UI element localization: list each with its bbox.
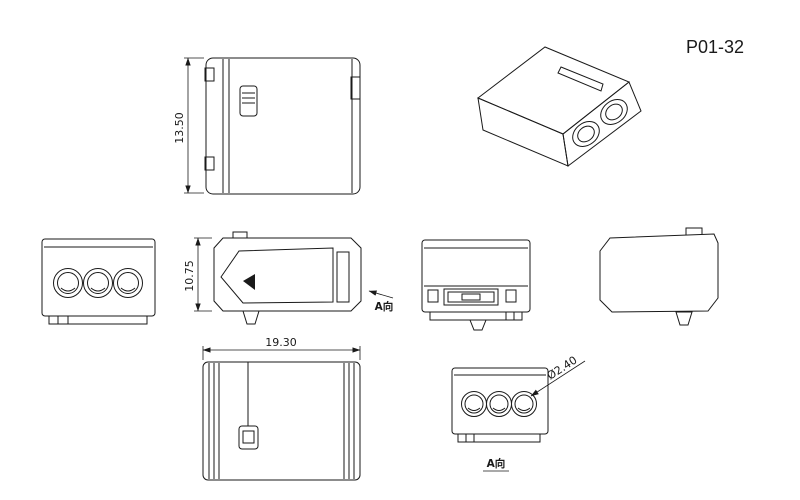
side-slot-left: [427, 289, 439, 303]
dim-plan-width: 19.30: [202, 336, 361, 360]
wire-port-2: [83, 268, 113, 298]
dim-text-plan-width: 19.30: [265, 336, 297, 349]
iso-wire-hole-1: [572, 121, 600, 147]
left-clip-top: [204, 67, 215, 82]
center-latch-window: [443, 288, 499, 306]
left-ribs: [208, 363, 220, 479]
iso-wire-hole-2: [600, 99, 628, 125]
right-ribs: [343, 363, 355, 479]
view-a-caption-group: A向: [483, 457, 509, 472]
view-side-elevation: [421, 239, 531, 331]
view-face-front: [41, 238, 156, 325]
wire-cavity: [220, 247, 334, 304]
left-clip-bottom: [204, 156, 215, 171]
view-face-a: [451, 367, 549, 443]
mounting-foot: [675, 311, 693, 326]
view-side-profile-right: [599, 227, 719, 326]
profile-outline: [213, 237, 362, 312]
dim-text-front-height: 13.50: [173, 112, 186, 144]
view-plan: [202, 361, 361, 481]
latch-slot: [336, 251, 350, 303]
wire-port-1: [461, 391, 487, 417]
part-number: P01-32: [686, 37, 744, 57]
view-a-pointer: A向: [368, 290, 394, 313]
profile-outline: [599, 233, 719, 313]
view-a-caption: A向: [487, 457, 506, 470]
wire-port-3: [113, 268, 143, 298]
base-strip: [457, 433, 541, 443]
plan-body-outline: [202, 361, 361, 481]
mounting-foot: [242, 310, 260, 325]
view-isometric: [477, 46, 642, 167]
release-latch: [239, 85, 258, 117]
iso-front-face: [477, 97, 569, 167]
mounting-foot: [469, 319, 487, 331]
face-a-outline: [451, 367, 549, 435]
base-strip: [48, 315, 148, 325]
view-front-elevation: [204, 57, 361, 195]
view-side-profile: [213, 231, 362, 325]
iso-end-face: [562, 81, 642, 167]
wire-port-2: [486, 391, 512, 417]
dim-side-height: 10.75: [183, 237, 212, 312]
view-a-pointer-label: A向: [375, 300, 394, 313]
plan-latch: [238, 425, 259, 450]
base-strip: [429, 311, 523, 321]
front-body-outline: [205, 57, 361, 195]
dim-front-height: 13.50: [173, 57, 204, 194]
spring-wedge: [243, 274, 255, 290]
top-notch: [685, 227, 703, 235]
wire-port-3: [511, 391, 537, 417]
dim-text-side-height: 10.75: [183, 260, 196, 292]
iso-top-face: [477, 46, 630, 135]
top-notch: [232, 231, 248, 238]
side-slot-right: [505, 289, 517, 303]
wire-port-1: [53, 268, 83, 298]
right-clip: [350, 76, 361, 100]
iso-top-slot: [557, 66, 604, 92]
